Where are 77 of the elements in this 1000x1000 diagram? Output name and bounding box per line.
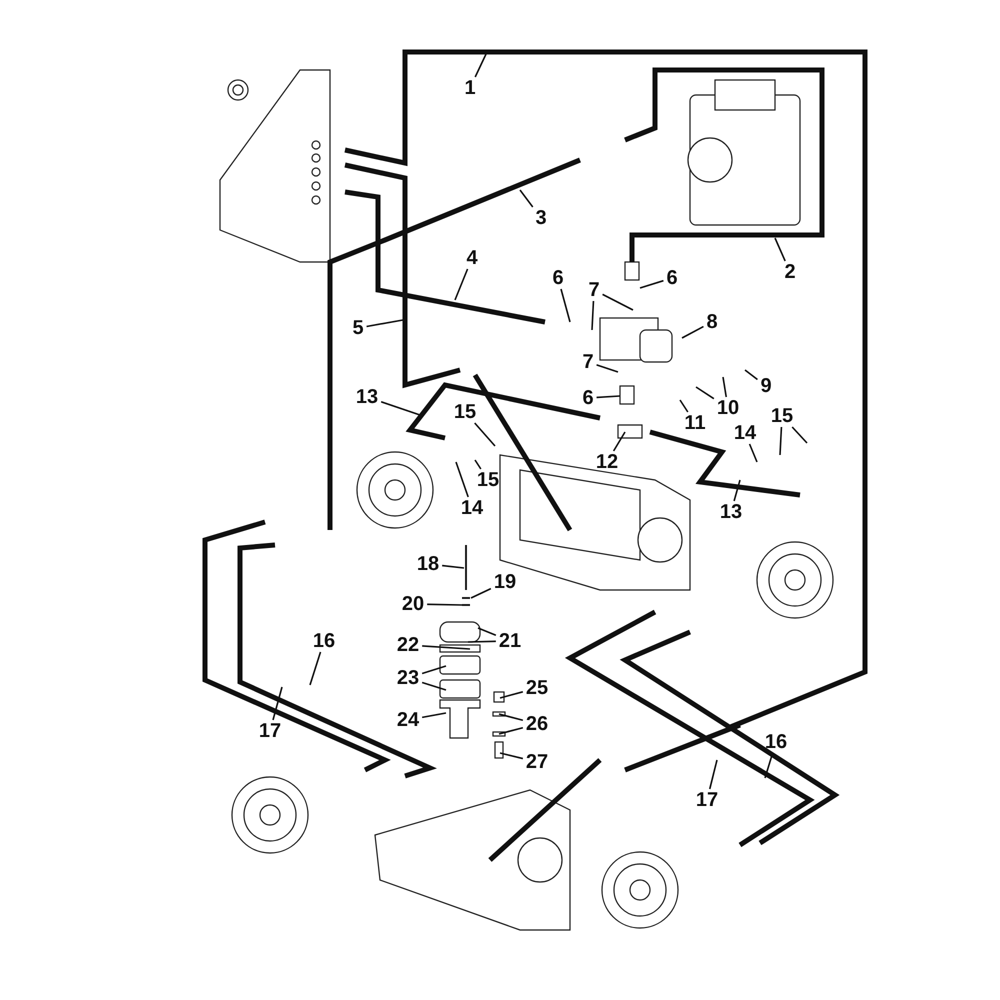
callout-number: 14 bbox=[460, 497, 484, 519]
leader-line bbox=[498, 726, 524, 735]
leader-line bbox=[470, 588, 492, 599]
callout-number: 3 bbox=[534, 207, 548, 229]
callout-number: 7 bbox=[587, 279, 601, 301]
leader-line bbox=[591, 300, 594, 330]
callout-number: 16 bbox=[764, 731, 788, 753]
leader-line bbox=[602, 294, 634, 311]
callout-number: 6 bbox=[581, 387, 595, 409]
callout-number: 19 bbox=[492, 571, 518, 593]
callout-number: 1 bbox=[463, 77, 477, 99]
callout-number: 17 bbox=[694, 789, 720, 811]
callout-number: 21 bbox=[498, 630, 522, 652]
leader-line bbox=[779, 426, 782, 456]
leader-line bbox=[427, 604, 462, 606]
leader-line bbox=[498, 713, 524, 722]
leader-line bbox=[309, 652, 322, 686]
callout-number: 24 bbox=[396, 709, 420, 731]
leader-line bbox=[272, 686, 283, 720]
leader-line bbox=[422, 682, 446, 691]
leader-line bbox=[422, 712, 446, 718]
leader-line bbox=[640, 280, 664, 289]
leader-line bbox=[474, 422, 496, 447]
callout-number: 7 bbox=[581, 351, 595, 373]
leader-line bbox=[500, 691, 524, 699]
callout-number: 6 bbox=[551, 267, 565, 289]
callout-number: 25 bbox=[524, 677, 550, 699]
leader-line bbox=[478, 627, 496, 636]
callout-number: 6 bbox=[665, 267, 679, 289]
leader-line bbox=[696, 386, 714, 400]
leader-line bbox=[560, 288, 571, 322]
leader-line bbox=[454, 268, 468, 300]
callout-number: 26 bbox=[524, 713, 550, 735]
callout-number: 18 bbox=[416, 553, 440, 575]
callout-number: 15 bbox=[452, 401, 478, 423]
callout-number: 17 bbox=[258, 720, 282, 742]
leader-line bbox=[474, 460, 482, 470]
leader-line bbox=[596, 364, 618, 373]
callout-number: 23 bbox=[396, 667, 420, 689]
leader-line bbox=[442, 564, 464, 569]
leader-line bbox=[380, 401, 420, 416]
callout-number: 27 bbox=[524, 751, 550, 773]
leader-line bbox=[596, 395, 620, 398]
leader-line bbox=[468, 640, 496, 643]
leader-line bbox=[500, 752, 524, 760]
callout-number: 20 bbox=[400, 593, 426, 615]
callout-number: 2 bbox=[783, 261, 797, 283]
leader-line bbox=[422, 665, 446, 674]
callout-number: 13 bbox=[718, 501, 744, 523]
leader-line bbox=[455, 462, 469, 498]
leader-line bbox=[744, 369, 758, 380]
leader-line bbox=[792, 426, 808, 444]
leader-line bbox=[748, 444, 758, 462]
callout-number: 4 bbox=[465, 247, 479, 269]
leader-line bbox=[733, 480, 741, 502]
callout-number: 22 bbox=[396, 634, 420, 656]
leader-line bbox=[722, 376, 728, 398]
callout-number: 16 bbox=[312, 630, 336, 652]
callout-number: 10 bbox=[716, 397, 740, 419]
leader-line bbox=[679, 400, 688, 412]
leader-line bbox=[774, 238, 786, 262]
leader-line bbox=[519, 190, 534, 208]
callout-number: 8 bbox=[705, 311, 719, 333]
leader-line bbox=[682, 326, 704, 339]
leader-line bbox=[422, 645, 470, 650]
callout-number: 9 bbox=[759, 375, 773, 397]
callout-number: 13 bbox=[354, 386, 380, 408]
callout-number: 5 bbox=[351, 317, 365, 339]
leader-line bbox=[708, 760, 718, 790]
callout-number: 11 bbox=[683, 412, 707, 434]
callout-number: 15 bbox=[770, 405, 794, 427]
leader-line bbox=[366, 319, 404, 328]
callout-number: 15 bbox=[476, 469, 500, 491]
leader-line bbox=[612, 432, 626, 452]
leader-line bbox=[474, 52, 488, 78]
callout-number: 12 bbox=[594, 451, 620, 473]
callout-number: 14 bbox=[732, 422, 758, 444]
